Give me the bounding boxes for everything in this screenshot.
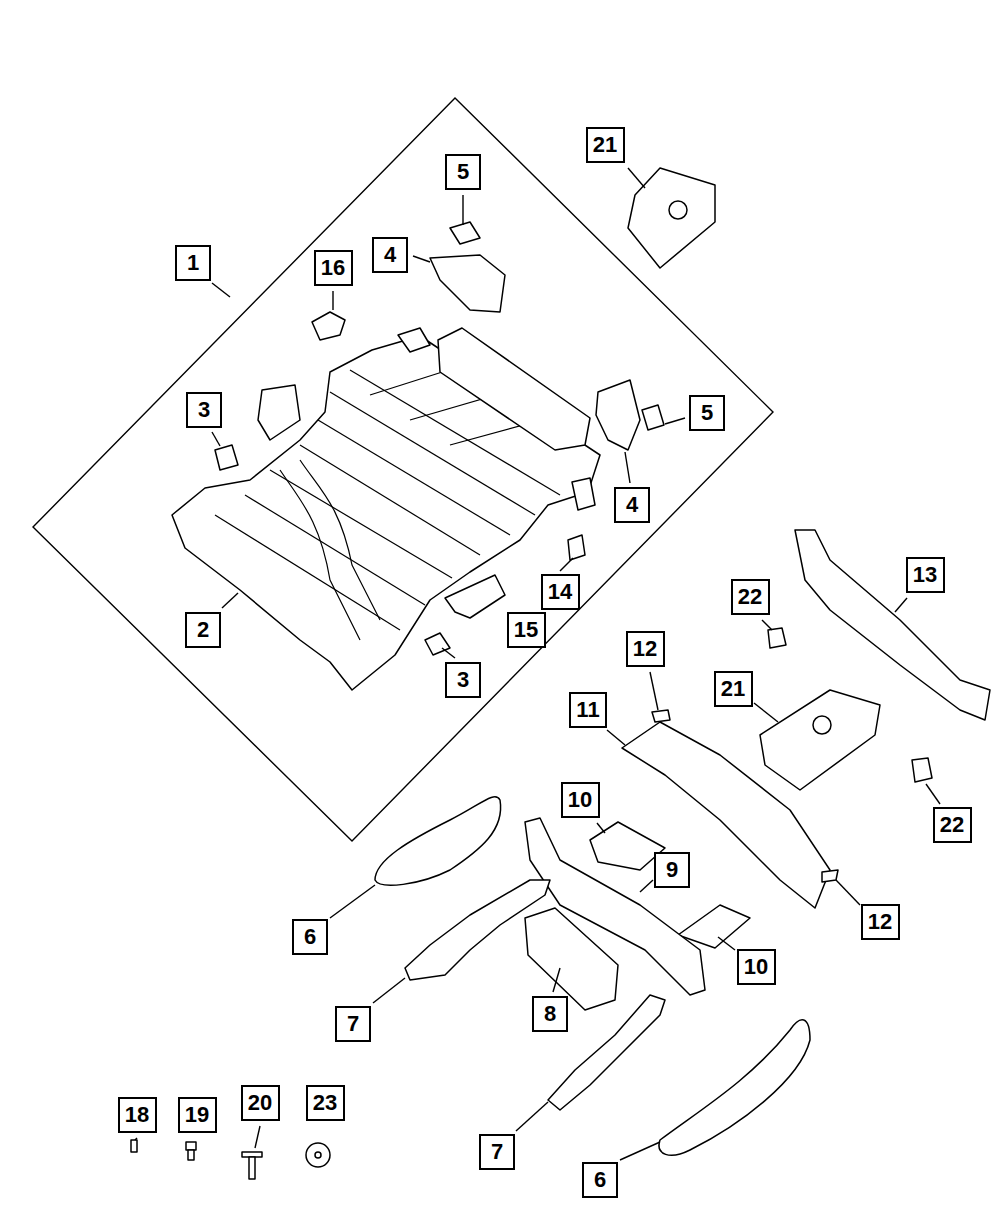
callout-number: 2 xyxy=(185,612,221,648)
leader-lines xyxy=(135,168,940,1160)
callout-number: 15 xyxy=(507,612,546,648)
callout-number: 9 xyxy=(654,852,690,888)
callout-number: 10 xyxy=(561,782,600,818)
support-plate xyxy=(628,168,715,268)
callout-number: 12 xyxy=(626,631,665,667)
callout-number: 12 xyxy=(861,904,900,940)
callout-number: 1 xyxy=(175,245,211,281)
callout-number: 11 xyxy=(569,692,607,728)
callout-number: 8 xyxy=(532,996,568,1032)
callout-number: 10 xyxy=(737,949,776,985)
bracket-4 xyxy=(430,255,505,312)
callout-number: 23 xyxy=(306,1085,345,1121)
callout-number: 13 xyxy=(906,557,945,593)
callout-number: 6 xyxy=(582,1162,618,1198)
callout-number: 5 xyxy=(689,395,725,431)
rear-crossmember xyxy=(795,530,990,720)
callout-number: 19 xyxy=(178,1097,217,1133)
callout-number: 21 xyxy=(586,127,625,163)
callout-number: 14 xyxy=(541,574,580,610)
callout-number: 21 xyxy=(714,671,753,707)
callout-number: 16 xyxy=(314,250,353,286)
callout-number: 20 xyxy=(241,1085,280,1121)
callout-number: 6 xyxy=(292,919,328,955)
heat-shield xyxy=(375,797,501,885)
callout-number: 22 xyxy=(731,579,770,615)
rear-pan-panel xyxy=(438,328,590,450)
heat-shield xyxy=(659,1020,810,1155)
side-rail xyxy=(405,880,550,980)
callout-number: 22 xyxy=(933,807,972,843)
callout-number: 4 xyxy=(614,487,650,523)
callout-number: 3 xyxy=(445,662,481,698)
callout-number: 7 xyxy=(335,1006,371,1042)
callout-number: 7 xyxy=(479,1134,515,1170)
callout-number: 4 xyxy=(372,237,408,273)
callout-number: 3 xyxy=(186,392,222,428)
crossmember xyxy=(622,722,830,908)
callout-number: 18 xyxy=(118,1097,157,1133)
support-plate xyxy=(760,690,880,790)
callout-number: 5 xyxy=(445,154,481,190)
